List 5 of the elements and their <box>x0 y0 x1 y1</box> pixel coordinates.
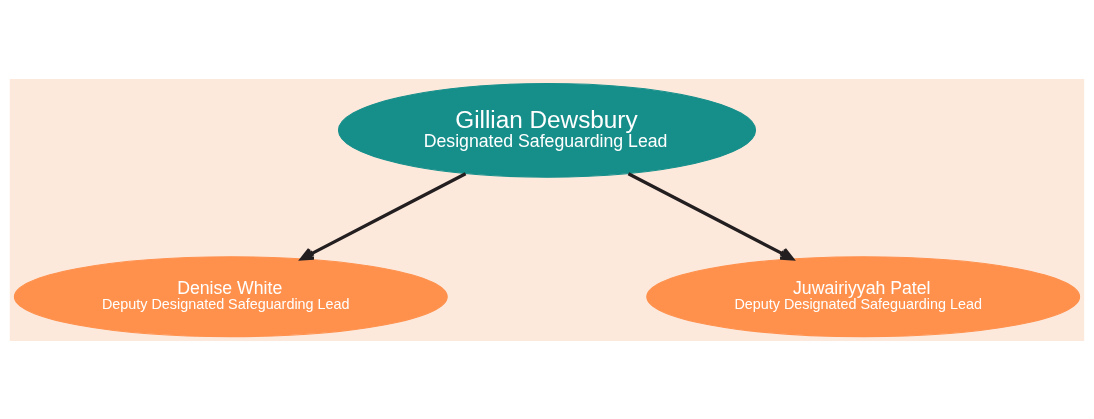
arrow <box>627 171 794 260</box>
node-ellipse: Juwairiyyah Patel Deputy Designated Safeguarding Lead <box>646 255 1081 337</box>
node-ellipse: Denise White Deputy Designated Safeguarding Lead <box>13 255 448 337</box>
node-ellipse: Gillian Dewsbury Designated Safeguarding Lead <box>337 82 757 178</box>
arrow <box>300 171 467 260</box>
